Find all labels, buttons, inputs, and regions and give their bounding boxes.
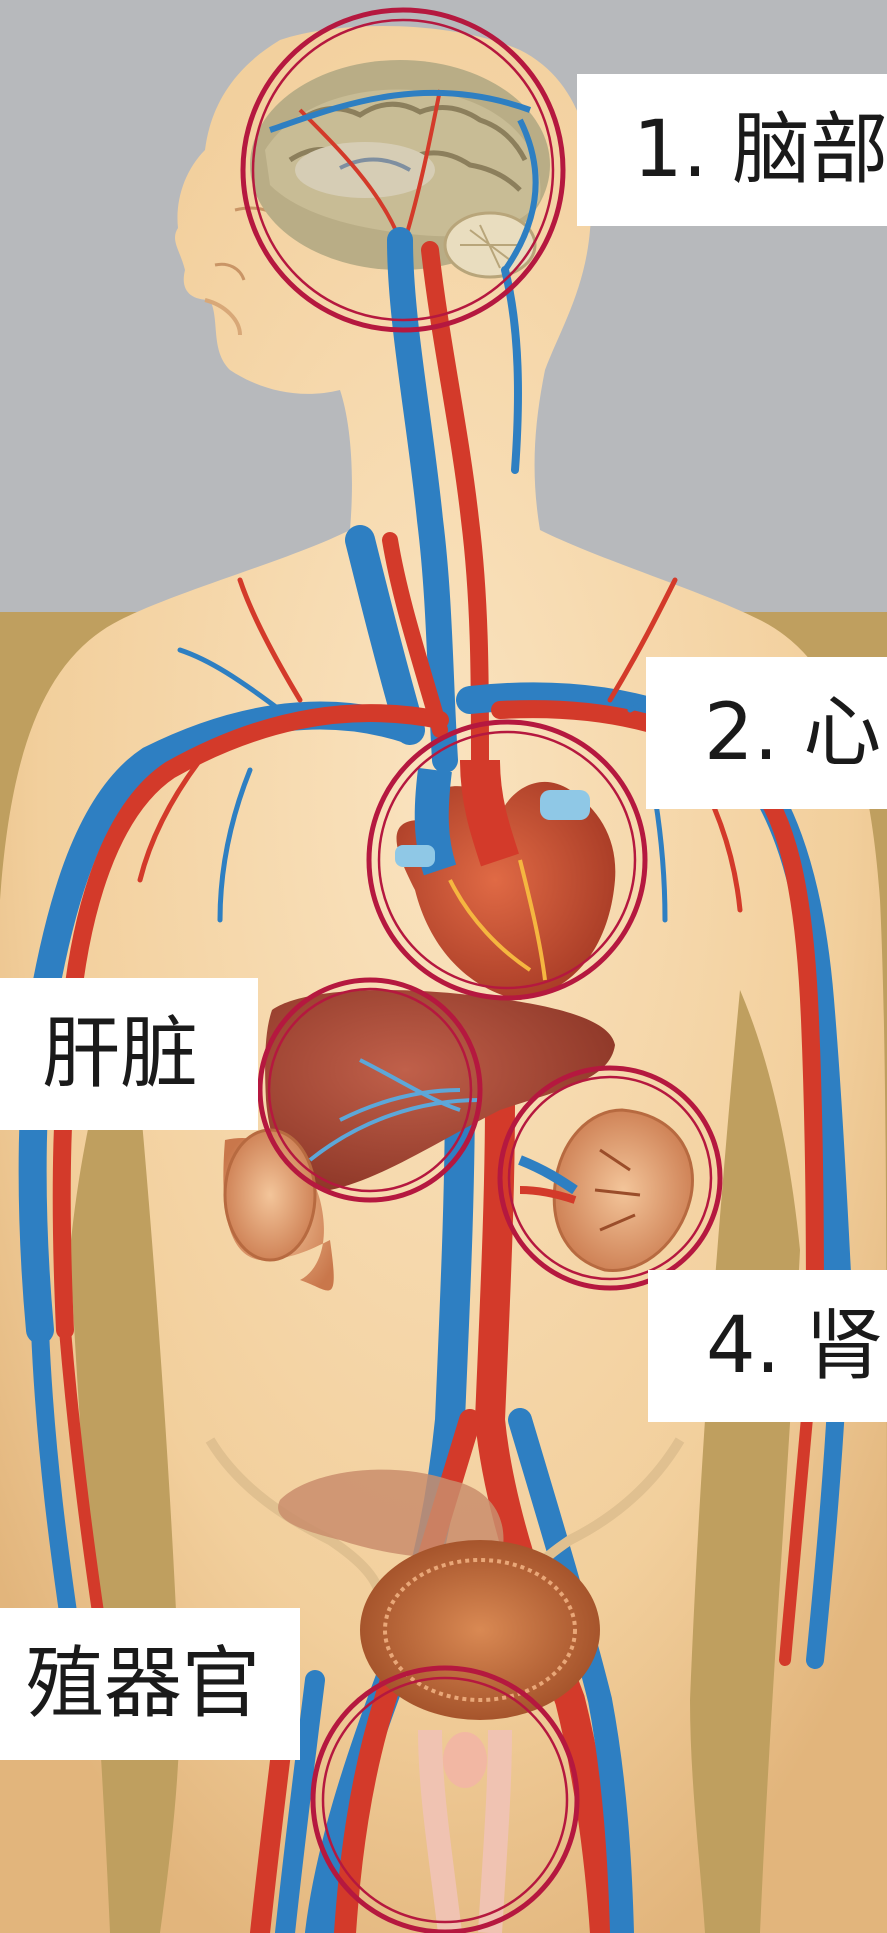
label-heart-text: 2. 心 [704,694,881,772]
label-reproductive: 殖器官 [0,1608,300,1760]
label-brain: 1. 脑部 [577,74,887,226]
label-liver-text: 肝脏 [42,1015,198,1093]
label-brain-text: 1. 脑部 [633,111,887,189]
label-liver: 肝脏 [0,978,258,1130]
label-reproductive-text: 殖器官 [26,1645,260,1723]
label-heart: 2. 心 [646,657,887,809]
label-kidney-text: 4. 肾 [706,1307,883,1385]
label-kidney: 4. 肾 [648,1270,887,1422]
